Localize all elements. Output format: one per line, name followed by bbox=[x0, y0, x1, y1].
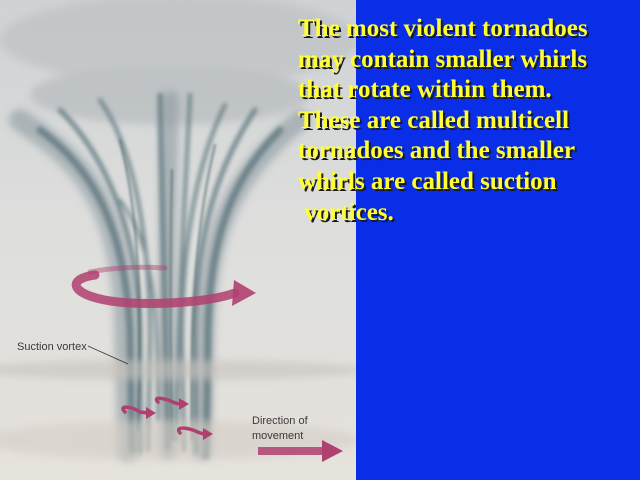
cloud-base bbox=[0, 0, 356, 125]
label-direction-line1: Direction of bbox=[252, 415, 309, 427]
label-suction-vortex: Suction vortex bbox=[17, 341, 87, 353]
direction-arrow bbox=[258, 440, 343, 462]
text-line: These are called multicell bbox=[298, 106, 570, 134]
text-line: tornadoes and the smaller bbox=[298, 137, 576, 165]
rotation-arrow bbox=[71, 264, 256, 308]
label-direction-line2: movement bbox=[252, 430, 303, 442]
direction-arrow-head bbox=[322, 440, 343, 462]
text-line: vortices. bbox=[298, 198, 394, 226]
text-line: that rotate within them. bbox=[298, 76, 552, 104]
text-line: may contain smaller whirls bbox=[298, 45, 588, 73]
text-line: whirls are called suction bbox=[298, 167, 557, 195]
suction-vortex-arrows bbox=[121, 396, 213, 440]
tornado-funnel bbox=[9, 91, 310, 461]
tornado-illustration: Suction vortex Direction of movement bbox=[0, 0, 356, 480]
slide-text: The most violent tornadoes may contain s… bbox=[298, 14, 638, 228]
text-line: The most violent tornadoes bbox=[298, 15, 588, 42]
suction-vortex-leader bbox=[87, 345, 129, 365]
rotation-arrow-head bbox=[232, 280, 256, 306]
